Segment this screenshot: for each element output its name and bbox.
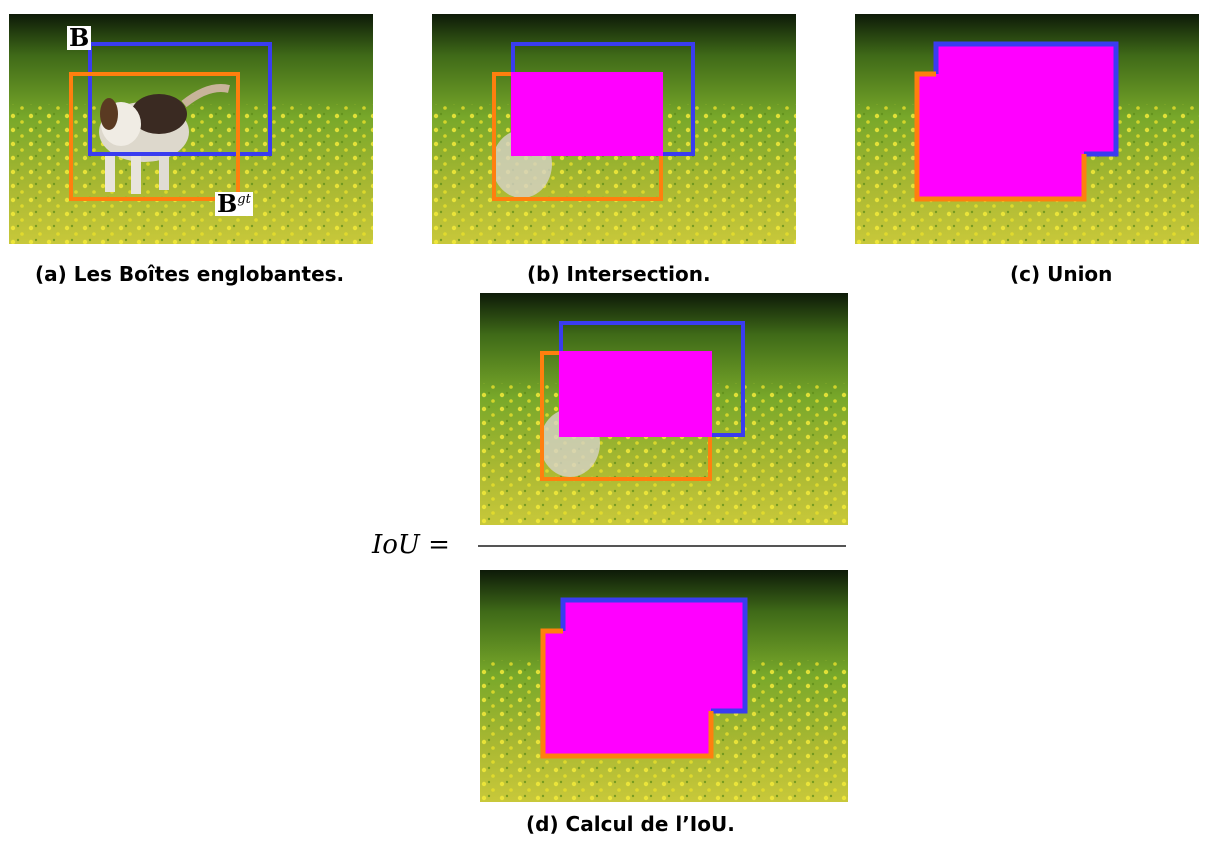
union-area	[543, 600, 745, 756]
intersection-area	[559, 351, 712, 437]
ground-truth-box-outline	[540, 628, 714, 759]
predicted-box-outline	[933, 41, 1119, 157]
pred-box-label: B	[67, 23, 92, 52]
intersection-area	[511, 72, 663, 156]
grass-photo	[480, 293, 848, 525]
panel-b-intersection	[432, 14, 796, 244]
caption-b: (b) Intersection.	[527, 262, 711, 286]
iou-formula-lhs: IoU =	[372, 530, 450, 560]
fraction-bar	[478, 545, 846, 547]
equals-sign: =	[428, 530, 450, 560]
gt-box-label: Bgt	[215, 192, 253, 216]
caption-c: (c) Union	[1010, 262, 1113, 286]
caption-d: (d) Calcul de l’IoU.	[526, 812, 735, 836]
grass-photo	[480, 570, 848, 802]
gt-box-label-sup: gt	[237, 192, 251, 207]
grass-photo	[432, 14, 796, 244]
caption-a: (a) Les Boîtes englobantes.	[35, 262, 345, 286]
panel-d-numerator	[480, 293, 848, 525]
grass-photo	[9, 14, 373, 244]
union-area	[917, 44, 1116, 199]
panel-d-denominator	[480, 570, 848, 802]
dog-figure	[99, 84, 230, 194]
panel-a-bounding-boxes: B Bgt	[9, 14, 373, 244]
grass-photo	[855, 14, 1199, 244]
gt-box-label-base: B	[217, 189, 238, 218]
iou-symbol: IoU	[372, 530, 420, 560]
predicted-box-outline	[560, 597, 748, 714]
panel-c-union	[855, 14, 1199, 244]
predicted-box	[88, 42, 272, 156]
ground-truth-box-outline	[914, 71, 1087, 202]
ground-truth-box	[69, 72, 240, 201]
